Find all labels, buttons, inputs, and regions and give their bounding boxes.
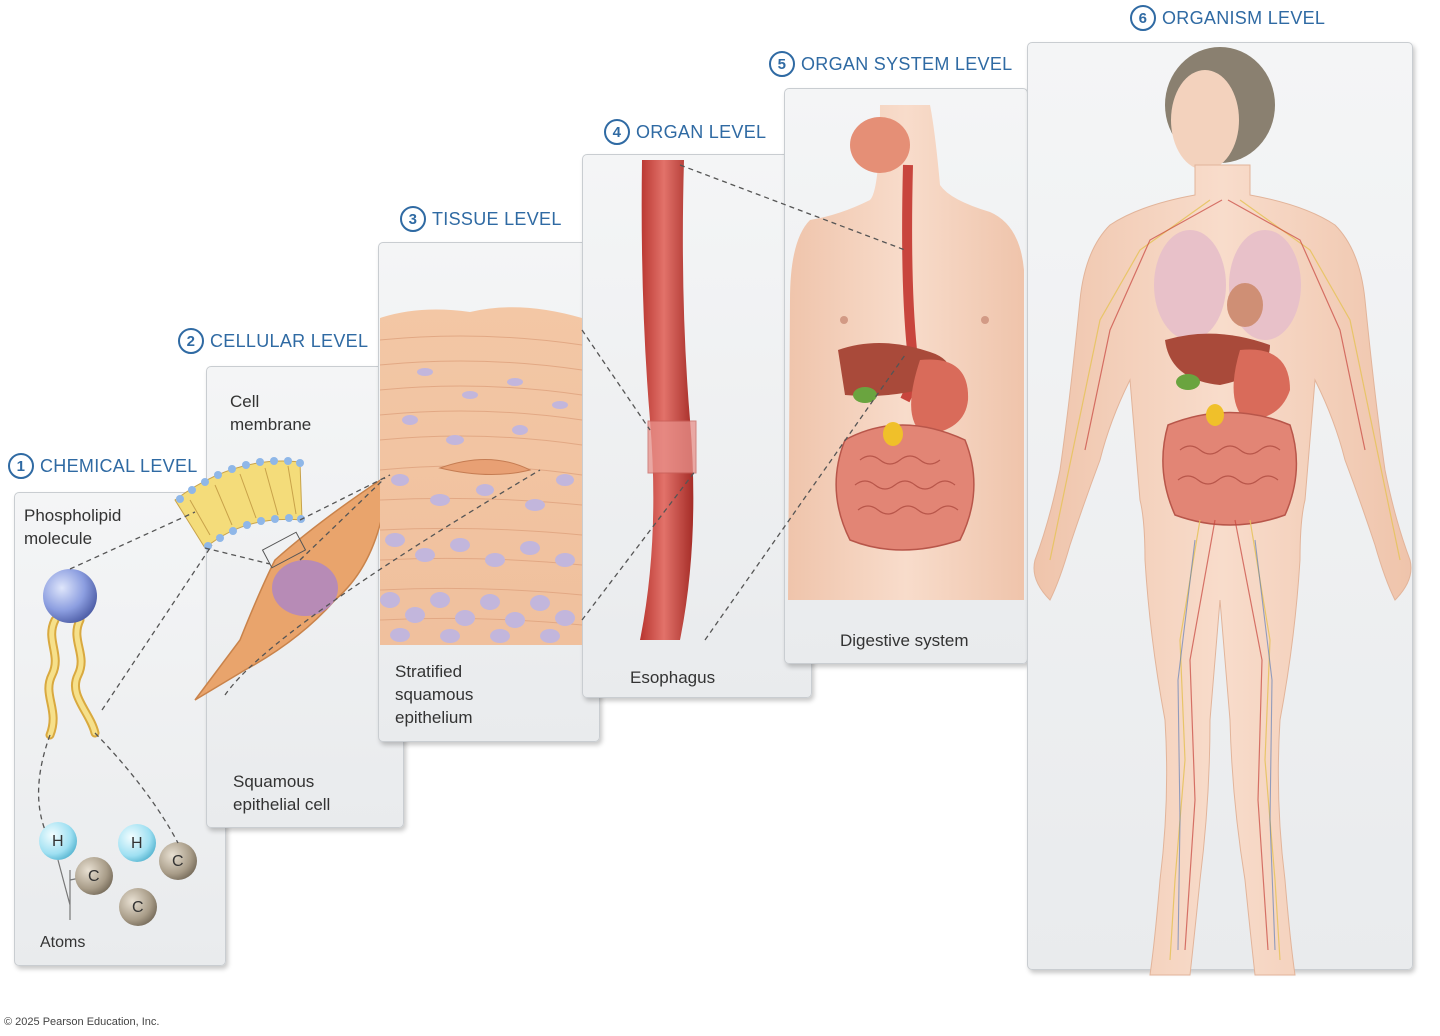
caption-tissue: Stratified squamous epithelium	[395, 662, 474, 727]
atoms-group	[39, 822, 197, 926]
copyright-notice: © 2025 Pearson Education, Inc.	[4, 1016, 160, 1028]
caption-digestive-system: Digestive system	[840, 631, 969, 650]
body-illustration	[1033, 47, 1412, 976]
level-label-chemical: 1 CHEMICAL LEVEL	[8, 453, 198, 479]
level-title: CHEMICAL LEVEL	[40, 455, 198, 476]
level-number: 5	[769, 51, 795, 77]
level-title: CELLULAR LEVEL	[210, 330, 369, 351]
level-number: 3	[400, 206, 426, 232]
level-label-cellular: 2 CELLULAR LEVEL	[178, 328, 368, 354]
cell-membrane-illustration	[174, 457, 305, 550]
caption-cell-membrane: Cell membrane	[230, 392, 312, 434]
level-label-organ: 4 ORGAN LEVEL	[604, 119, 766, 145]
level-title: ORGAN LEVEL	[636, 121, 767, 142]
level-number: 6	[1130, 5, 1156, 31]
atom-label-c: C	[88, 868, 100, 885]
level-number: 2	[178, 328, 204, 354]
atom-label-h: H	[131, 835, 143, 852]
phospholipid-molecule	[43, 569, 100, 740]
level-label-tissue: 3 TISSUE LEVEL	[400, 206, 562, 232]
caption-esophagus: Esophagus	[630, 668, 716, 687]
level-title: TISSUE LEVEL	[432, 208, 562, 229]
atom-label-c: C	[172, 853, 184, 870]
level-label-organ-system: 5 ORGAN SYSTEM LEVEL	[769, 51, 1012, 77]
esophagus-illustration	[640, 160, 697, 640]
tissue-illustration	[379, 307, 583, 645]
level-number: 4	[604, 119, 630, 145]
level-title: ORGAN SYSTEM LEVEL	[801, 53, 1013, 74]
torso-illustration	[788, 105, 1024, 600]
atom-label-c: C	[132, 899, 144, 916]
caption-atoms: Atoms	[40, 934, 86, 951]
caption-squamous-cell: Squamous epithelial cell	[233, 772, 331, 814]
caption-phospholipid: Phospholipid molecule	[24, 506, 122, 548]
atom-label-h: H	[52, 833, 64, 850]
panel-organ	[582, 154, 812, 698]
squamous-cell-illustration	[194, 473, 389, 701]
level-number: 1	[8, 453, 34, 479]
level-title: ORGANISM LEVEL	[1162, 7, 1326, 28]
level-label-organism: 6 ORGANISM LEVEL	[1130, 5, 1325, 31]
connector-lines	[37, 164, 906, 844]
